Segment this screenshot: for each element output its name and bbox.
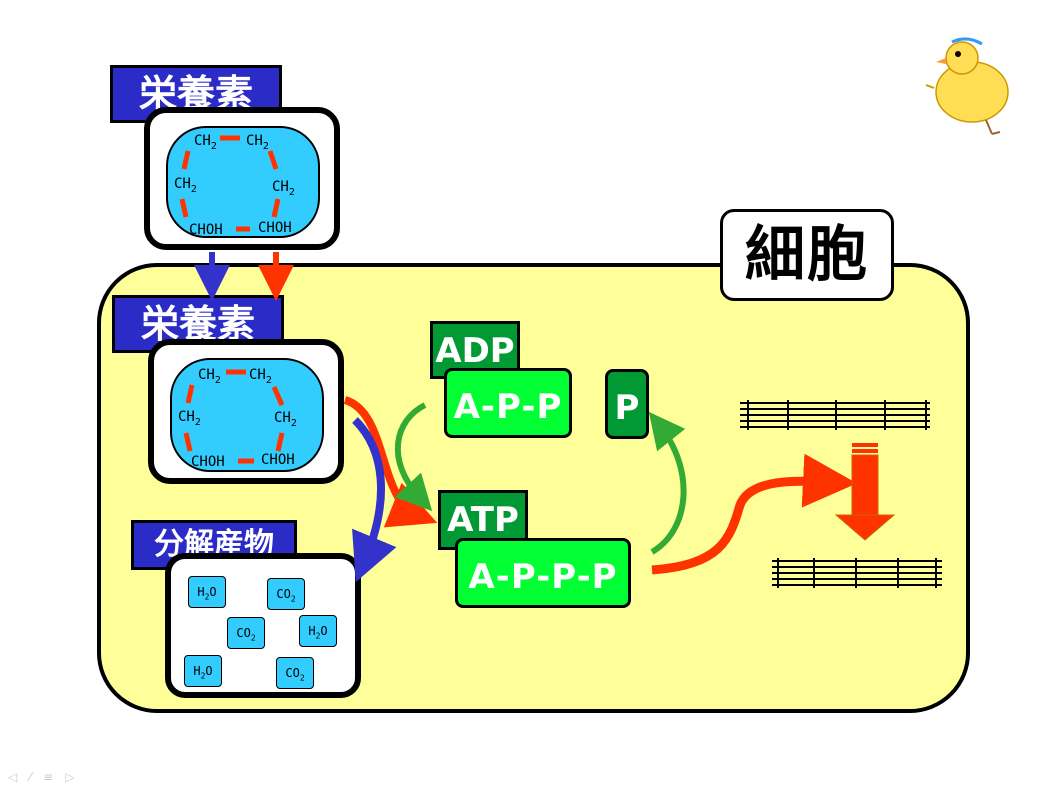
muscle-fiber-relaxed [740,400,930,430]
product-h2o: H2O [188,576,226,608]
product-co2: CO2 [267,578,305,610]
phosphate-box: P [605,369,649,439]
product-h2o: H2O [184,655,222,687]
atom-choh-2: CHOH [258,220,292,236]
atom-ch2-4: CH2 [274,410,297,429]
arrow-atp-to-muscle [651,453,857,575]
next-slide-icon[interactable]: ▷ [65,770,87,784]
molecule-box-cell [148,339,344,484]
arrow-adp-to-atp [394,402,433,512]
molecule-bonds-top [179,135,281,232]
prev-slide-icon[interactable]: ◁ [8,770,30,784]
atom-ch2-1: CH2 [194,133,217,152]
atom-choh-1: CHOH [191,454,225,470]
product-co2: CO2 [276,657,314,689]
arrow-to-products [352,417,397,583]
adp-formula-box: A-P-P [444,368,572,438]
menu-icon[interactable]: ≡ [43,770,66,784]
molecule-box-top [144,107,340,250]
pen-icon[interactable]: ⁄ [29,770,44,784]
molecule-ring-cell [170,358,324,472]
atom-ch2-2: CH2 [246,133,269,152]
contraction-arrow [834,443,896,541]
muscle-fiber-contracted [772,558,942,588]
atom-ch2-3: CH2 [174,176,197,195]
atom-ch2-4: CH2 [272,179,295,198]
slide-nav-controls[interactable]: ◁⁄≡▷ [8,770,87,784]
atom-ch2-2: CH2 [249,367,272,386]
atom-ch2-1: CH2 [198,367,221,386]
atp-formula-box: A-P-P-P [455,538,631,608]
molecule-ring-top [166,126,320,238]
product-h2o: H2O [299,615,337,647]
arrow-atp-to-phosphate [648,411,687,555]
atom-choh-2: CHOH [261,452,295,468]
atom-ch2-3: CH2 [178,409,201,428]
molecule-bonds-cell [183,369,285,464]
cell-label: 細胞 [720,209,894,301]
product-co2: CO2 [227,617,265,649]
atom-choh-1: CHOH [189,222,223,238]
chick-illustration [925,37,1009,135]
